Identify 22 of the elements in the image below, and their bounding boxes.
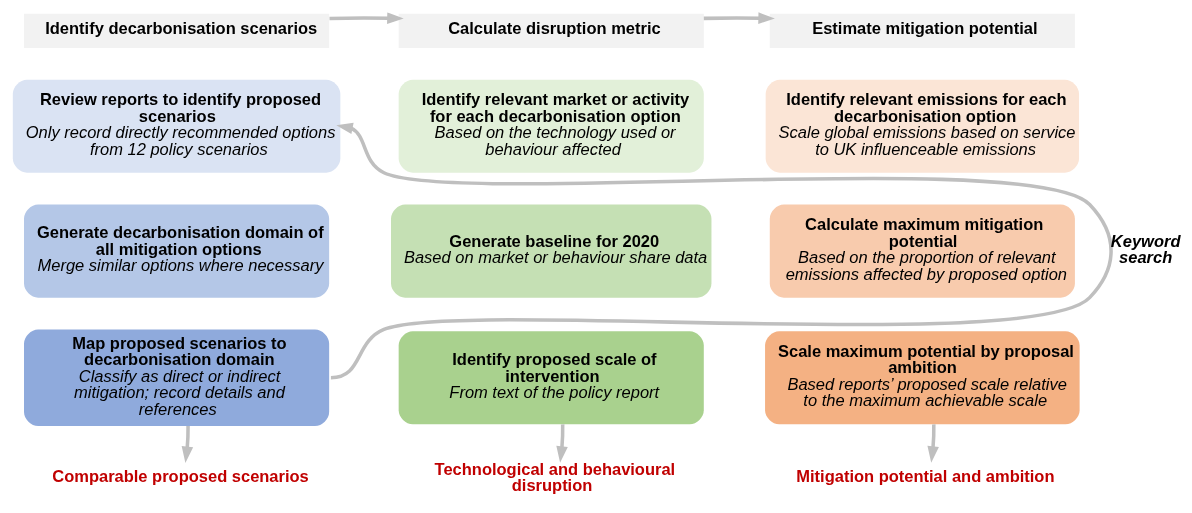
node-box: Identify proposed scale of intervention From text of the policy report bbox=[398, 330, 704, 424]
arrow bbox=[330, 122, 1113, 379]
node-box: Review reports to identify proposed scenarios Only record directly recommended options from 12 policy scenarios bbox=[12, 79, 341, 173]
node-box: Estimate mitigation potential bbox=[769, 13, 1075, 48]
arrow bbox=[181, 425, 194, 463]
node-text: Comparable proposed scenarios bbox=[52, 466, 309, 485]
node-box: Identify relevant emissions for each decarbonisation option Scale global emissions based on service to UK influenceable emissions bbox=[765, 79, 1080, 173]
node-box: Identify relevant market or activity for each decarbonisation option Based on the technology used or behaviour affected bbox=[398, 79, 704, 173]
node-box: Generate baseline for 2020 Based on market or behaviour share data bbox=[391, 204, 712, 298]
arrow bbox=[556, 423, 568, 463]
node-text: Technological and behavioural disruption bbox=[434, 459, 676, 494]
node-box: Calculate maximum mitigation potential Based on the proportion of relevant emissions affected by proposed option bbox=[769, 204, 1075, 298]
node-box: Identify decarbonisation scenarios bbox=[24, 13, 330, 48]
node-box: Scale maximum potential by proposal ambition Based reports’ proposed scale relative to the maximum achievable scale bbox=[765, 330, 1080, 424]
node-box: Map proposed scenarios to decarbonisation domain Classify as direct or indirect mitigation; record details and references bbox=[24, 328, 330, 426]
arrow bbox=[703, 11, 775, 24]
node-text: Mitigation potential and ambition bbox=[796, 466, 1055, 485]
arrow bbox=[329, 11, 404, 24]
edge-label: Keyword search bbox=[1110, 231, 1181, 266]
node-box: Calculate disruption metric bbox=[398, 13, 704, 48]
node-box: Generate decarbonisation domain of all mitigation options Merge similar options where necessary bbox=[24, 204, 330, 298]
arrow bbox=[927, 423, 939, 463]
